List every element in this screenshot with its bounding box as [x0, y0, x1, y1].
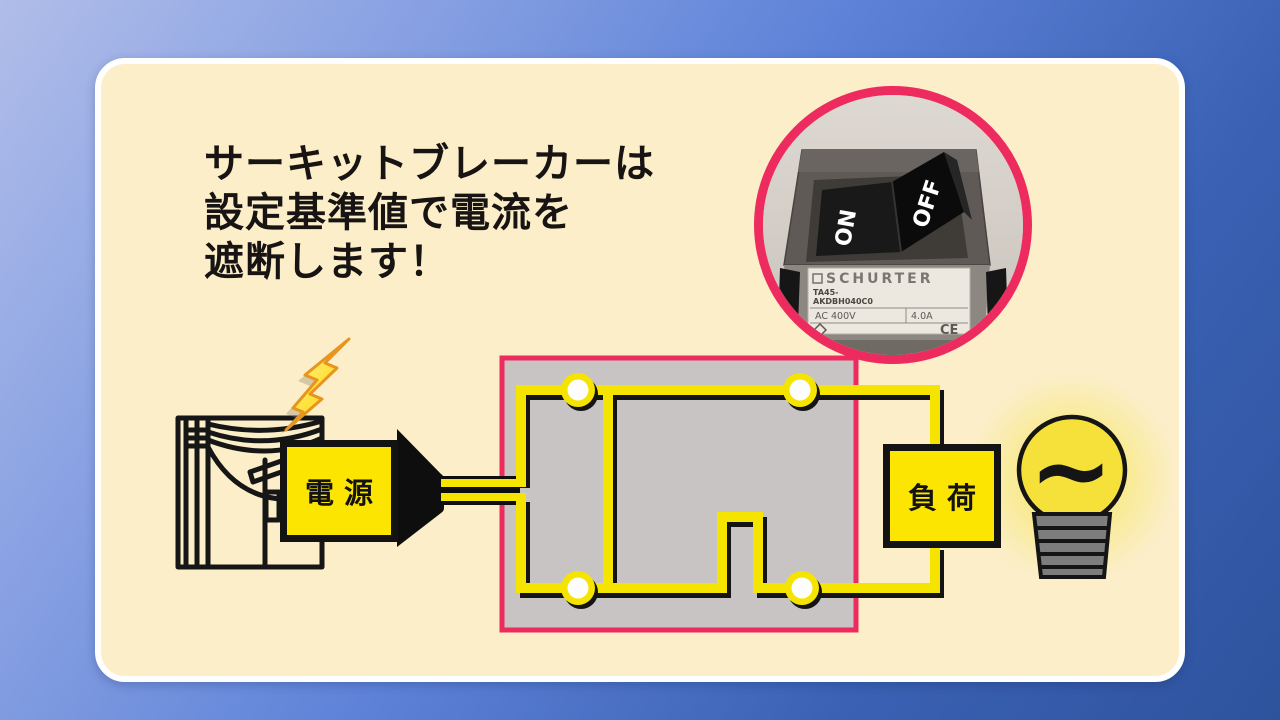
load-label: 負荷 — [907, 481, 986, 515]
breaker-photo: ON OFF SCHURTER TA45- AKDBH040C0 AC 400V… — [763, 95, 1023, 355]
power-source-box: 電源 — [280, 440, 398, 542]
load-box: 負荷 — [883, 444, 1001, 548]
headline-line-2: 設定基準値で電流を — [204, 190, 573, 236]
model-number-line1: TA45- — [813, 288, 838, 297]
cert-diamond-icon — [812, 322, 828, 338]
breaker-photo-circle: ON OFF SCHURTER TA45- AKDBH040C0 AC 400V… — [754, 86, 1032, 364]
brand-label: SCHURTER — [826, 271, 934, 287]
headline-line-3: 遮断します！ — [204, 239, 450, 285]
voltage-rating: AC 400V — [815, 311, 856, 322]
bulb-ac-symbol: ~ — [1029, 412, 1113, 529]
circuit-wires — [516, 385, 940, 593]
current-rating: 4.0A — [911, 311, 933, 322]
headline: サーキットブレーカーは 設定基準値で電流を 遮断します！ — [204, 140, 655, 287]
ce-mark: CE — [940, 323, 958, 338]
power-pole-drawing — [175, 415, 325, 570]
headline-line-1: サーキットブレーカーは — [204, 141, 655, 187]
model-number-line2: AKDBH040C0 — [813, 297, 873, 306]
light-bulb-icon: ~ — [1016, 412, 1128, 579]
lightning-bolt-icon — [279, 337, 351, 436]
power-source-label: 電源 — [304, 476, 383, 510]
plug-icon — [397, 429, 523, 547]
terminal-dots — [561, 373, 822, 609]
